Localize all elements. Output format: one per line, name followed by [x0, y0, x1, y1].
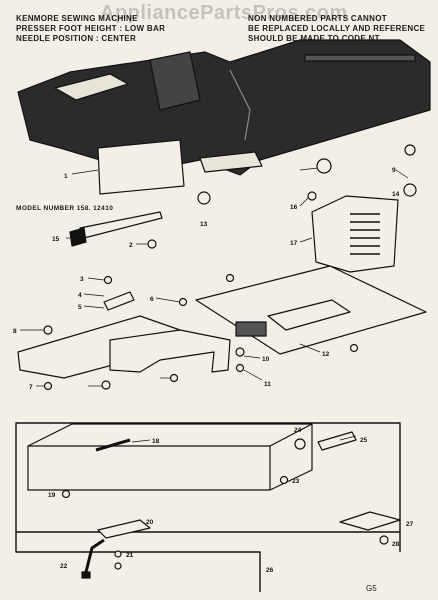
part-26-case	[27, 423, 313, 491]
callout-25: 25	[360, 437, 368, 444]
callout-11: 11	[264, 381, 271, 388]
part-1-cover-plate	[97, 139, 185, 195]
callout-14: 14	[392, 191, 400, 198]
header-right-line: NON NUMBERED PARTS CANNOT	[248, 14, 387, 23]
callout-4: 4	[78, 292, 82, 299]
watermark: AppliancePartsPros.com	[100, 2, 348, 24]
callout-7: 7	[29, 384, 33, 391]
callout-23: 23	[292, 478, 300, 485]
part-22-rod	[84, 538, 105, 573]
part-15-pin	[79, 211, 163, 239]
callout-5: 5	[78, 304, 82, 311]
header-left: KENMORE SEWING MACHINE PRESSER FOOT HEIG…	[16, 14, 165, 44]
callout-2: 2	[129, 242, 133, 249]
callout-27: 27	[406, 521, 414, 528]
callout-28: 28	[392, 541, 400, 548]
part-17-light-housing	[311, 195, 399, 273]
callout-19: 19	[48, 492, 56, 499]
callout-10: 10	[262, 356, 270, 363]
page-label: G5	[366, 584, 377, 593]
callout-3a: 3	[80, 276, 84, 283]
callout-17: 17	[290, 240, 298, 247]
callout-1: 1	[64, 173, 68, 180]
callout-22: 22	[60, 563, 68, 570]
callout-8: 8	[13, 328, 17, 335]
header-left-line: PRESSER FOOT HEIGHT : LOW BAR	[16, 24, 166, 33]
callout-24: 24	[294, 427, 302, 434]
callout-21: 21	[126, 552, 134, 559]
part-25-tube	[317, 431, 357, 451]
part-20-spring	[97, 519, 151, 539]
callout-9: 9	[392, 167, 396, 174]
callout-16: 16	[290, 204, 298, 211]
machine-arm	[17, 39, 431, 176]
callout-6: 6	[150, 296, 154, 303]
kit-box	[15, 422, 401, 533]
header-right: NON NUMBERED PARTS CANNOT BE REPLACED LO…	[248, 14, 425, 44]
callout-12: 12	[322, 351, 330, 358]
callout-26: 26	[266, 567, 274, 574]
callout-18: 18	[152, 438, 160, 445]
header-right-line: SHOULD BE MADE TO CODE NT.	[248, 34, 382, 43]
callout-20: 20	[146, 519, 154, 526]
callout-13: 13	[200, 221, 208, 228]
header-left-line: NEEDLE POSITION : CENTER	[16, 34, 137, 43]
header-left-line: KENMORE SEWING MACHINE	[16, 14, 138, 23]
model-number-label: MODEL NUMBER 158. 12410	[16, 205, 114, 212]
header-right-line: BE REPLACED LOCALLY AND REFERENCE	[248, 24, 426, 33]
part-27-lever	[339, 511, 401, 531]
callout-15: 15	[52, 236, 60, 243]
